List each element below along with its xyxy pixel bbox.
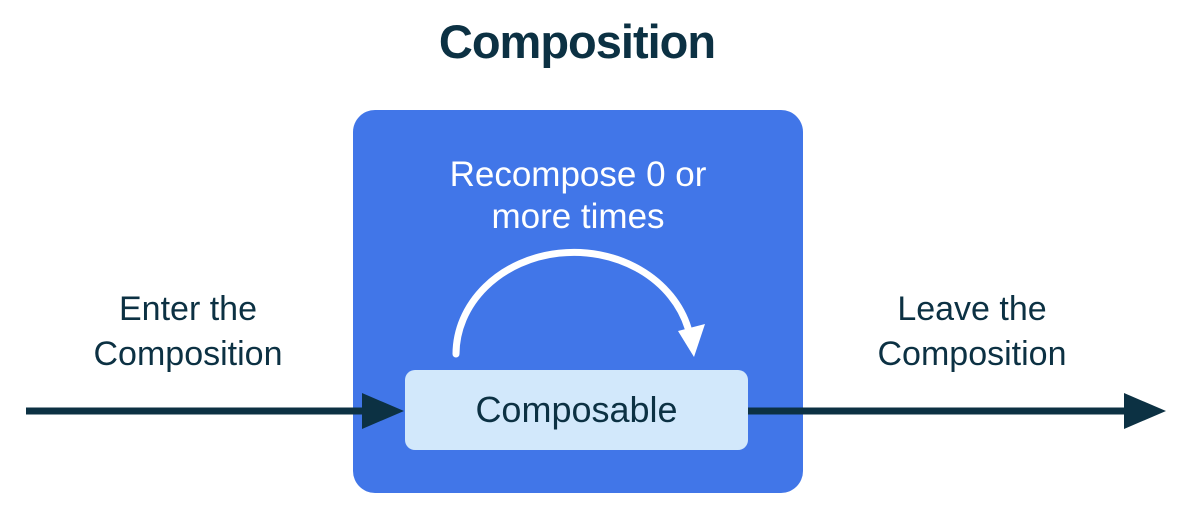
leave-arrow-head-icon: [1124, 393, 1166, 429]
composable-label: Composable: [475, 389, 678, 430]
leave-label: Leave the Composition: [877, 290, 1067, 373]
recompose-label: Recompose 0 or more times: [449, 155, 707, 236]
composable-box: Composable: [405, 370, 748, 450]
diagram-title: Composition: [438, 15, 716, 68]
enter-label: Enter the Composition: [93, 290, 283, 373]
